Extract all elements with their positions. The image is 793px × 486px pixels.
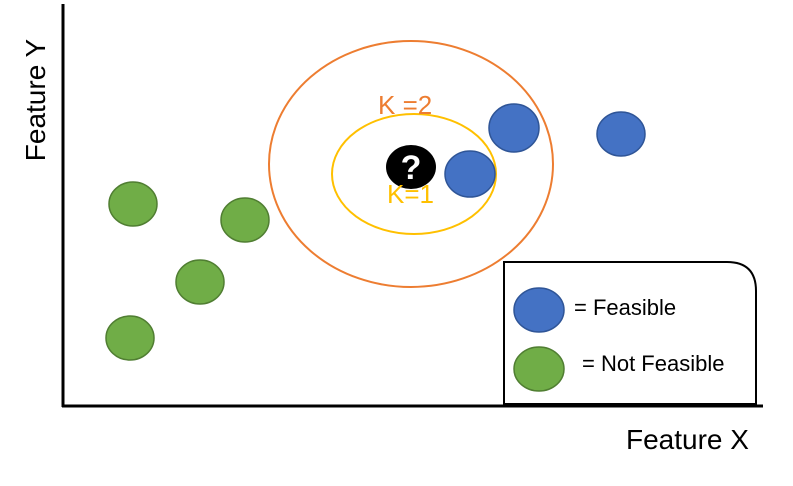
k1-label: K=1 bbox=[387, 179, 434, 209]
not-feasible-point bbox=[105, 315, 155, 361]
feasible-point bbox=[488, 103, 540, 153]
query-point bbox=[386, 145, 436, 189]
k1-neighborhood-circle bbox=[331, 113, 497, 235]
feasible-point bbox=[596, 111, 646, 157]
legend-not-feasible-label: = Not Feasible bbox=[582, 351, 725, 376]
legend-not-feasible-swatch bbox=[513, 346, 565, 392]
legend-feasible-swatch bbox=[513, 287, 565, 333]
feasible-point bbox=[444, 150, 496, 198]
not-feasible-point bbox=[220, 197, 270, 243]
legend-feasible-label: = Feasible bbox=[574, 295, 677, 320]
not-feasible-point bbox=[108, 181, 158, 227]
k2-neighborhood-circle bbox=[268, 40, 554, 288]
k2-label: K =2 bbox=[378, 90, 433, 120]
question-mark-icon: ? bbox=[400, 149, 422, 187]
legend-box bbox=[503, 261, 757, 405]
not-feasible-point bbox=[175, 259, 225, 305]
x-axis-title: Feature X bbox=[626, 424, 749, 455]
y-axis-title: Feature Y bbox=[20, 38, 51, 162]
